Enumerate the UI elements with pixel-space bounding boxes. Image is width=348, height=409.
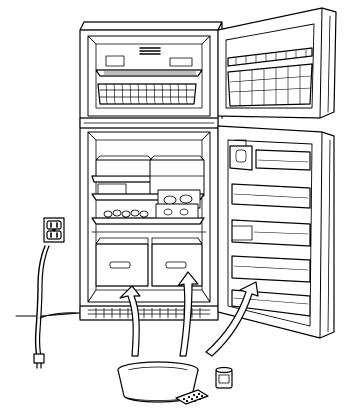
power-cord	[16, 246, 80, 356]
door-bin-3	[232, 220, 310, 246]
wall-outlet	[44, 218, 64, 242]
freezer-ice-bin	[98, 84, 196, 104]
freezer-door-basket	[228, 64, 312, 106]
cleaner-container-icon	[216, 368, 232, 389]
crisper-drawer-right	[152, 238, 202, 286]
door-bin-2	[232, 184, 310, 208]
removal-arrow-left-icon	[120, 286, 140, 356]
freezer-door	[218, 8, 336, 118]
power-plug-icon	[34, 354, 44, 368]
freezer-shelf	[96, 70, 202, 76]
fresh-food-door	[218, 126, 334, 338]
door-bin-4	[232, 256, 310, 282]
crisper-drawer-left	[96, 238, 148, 286]
door-bin-1	[256, 150, 310, 170]
